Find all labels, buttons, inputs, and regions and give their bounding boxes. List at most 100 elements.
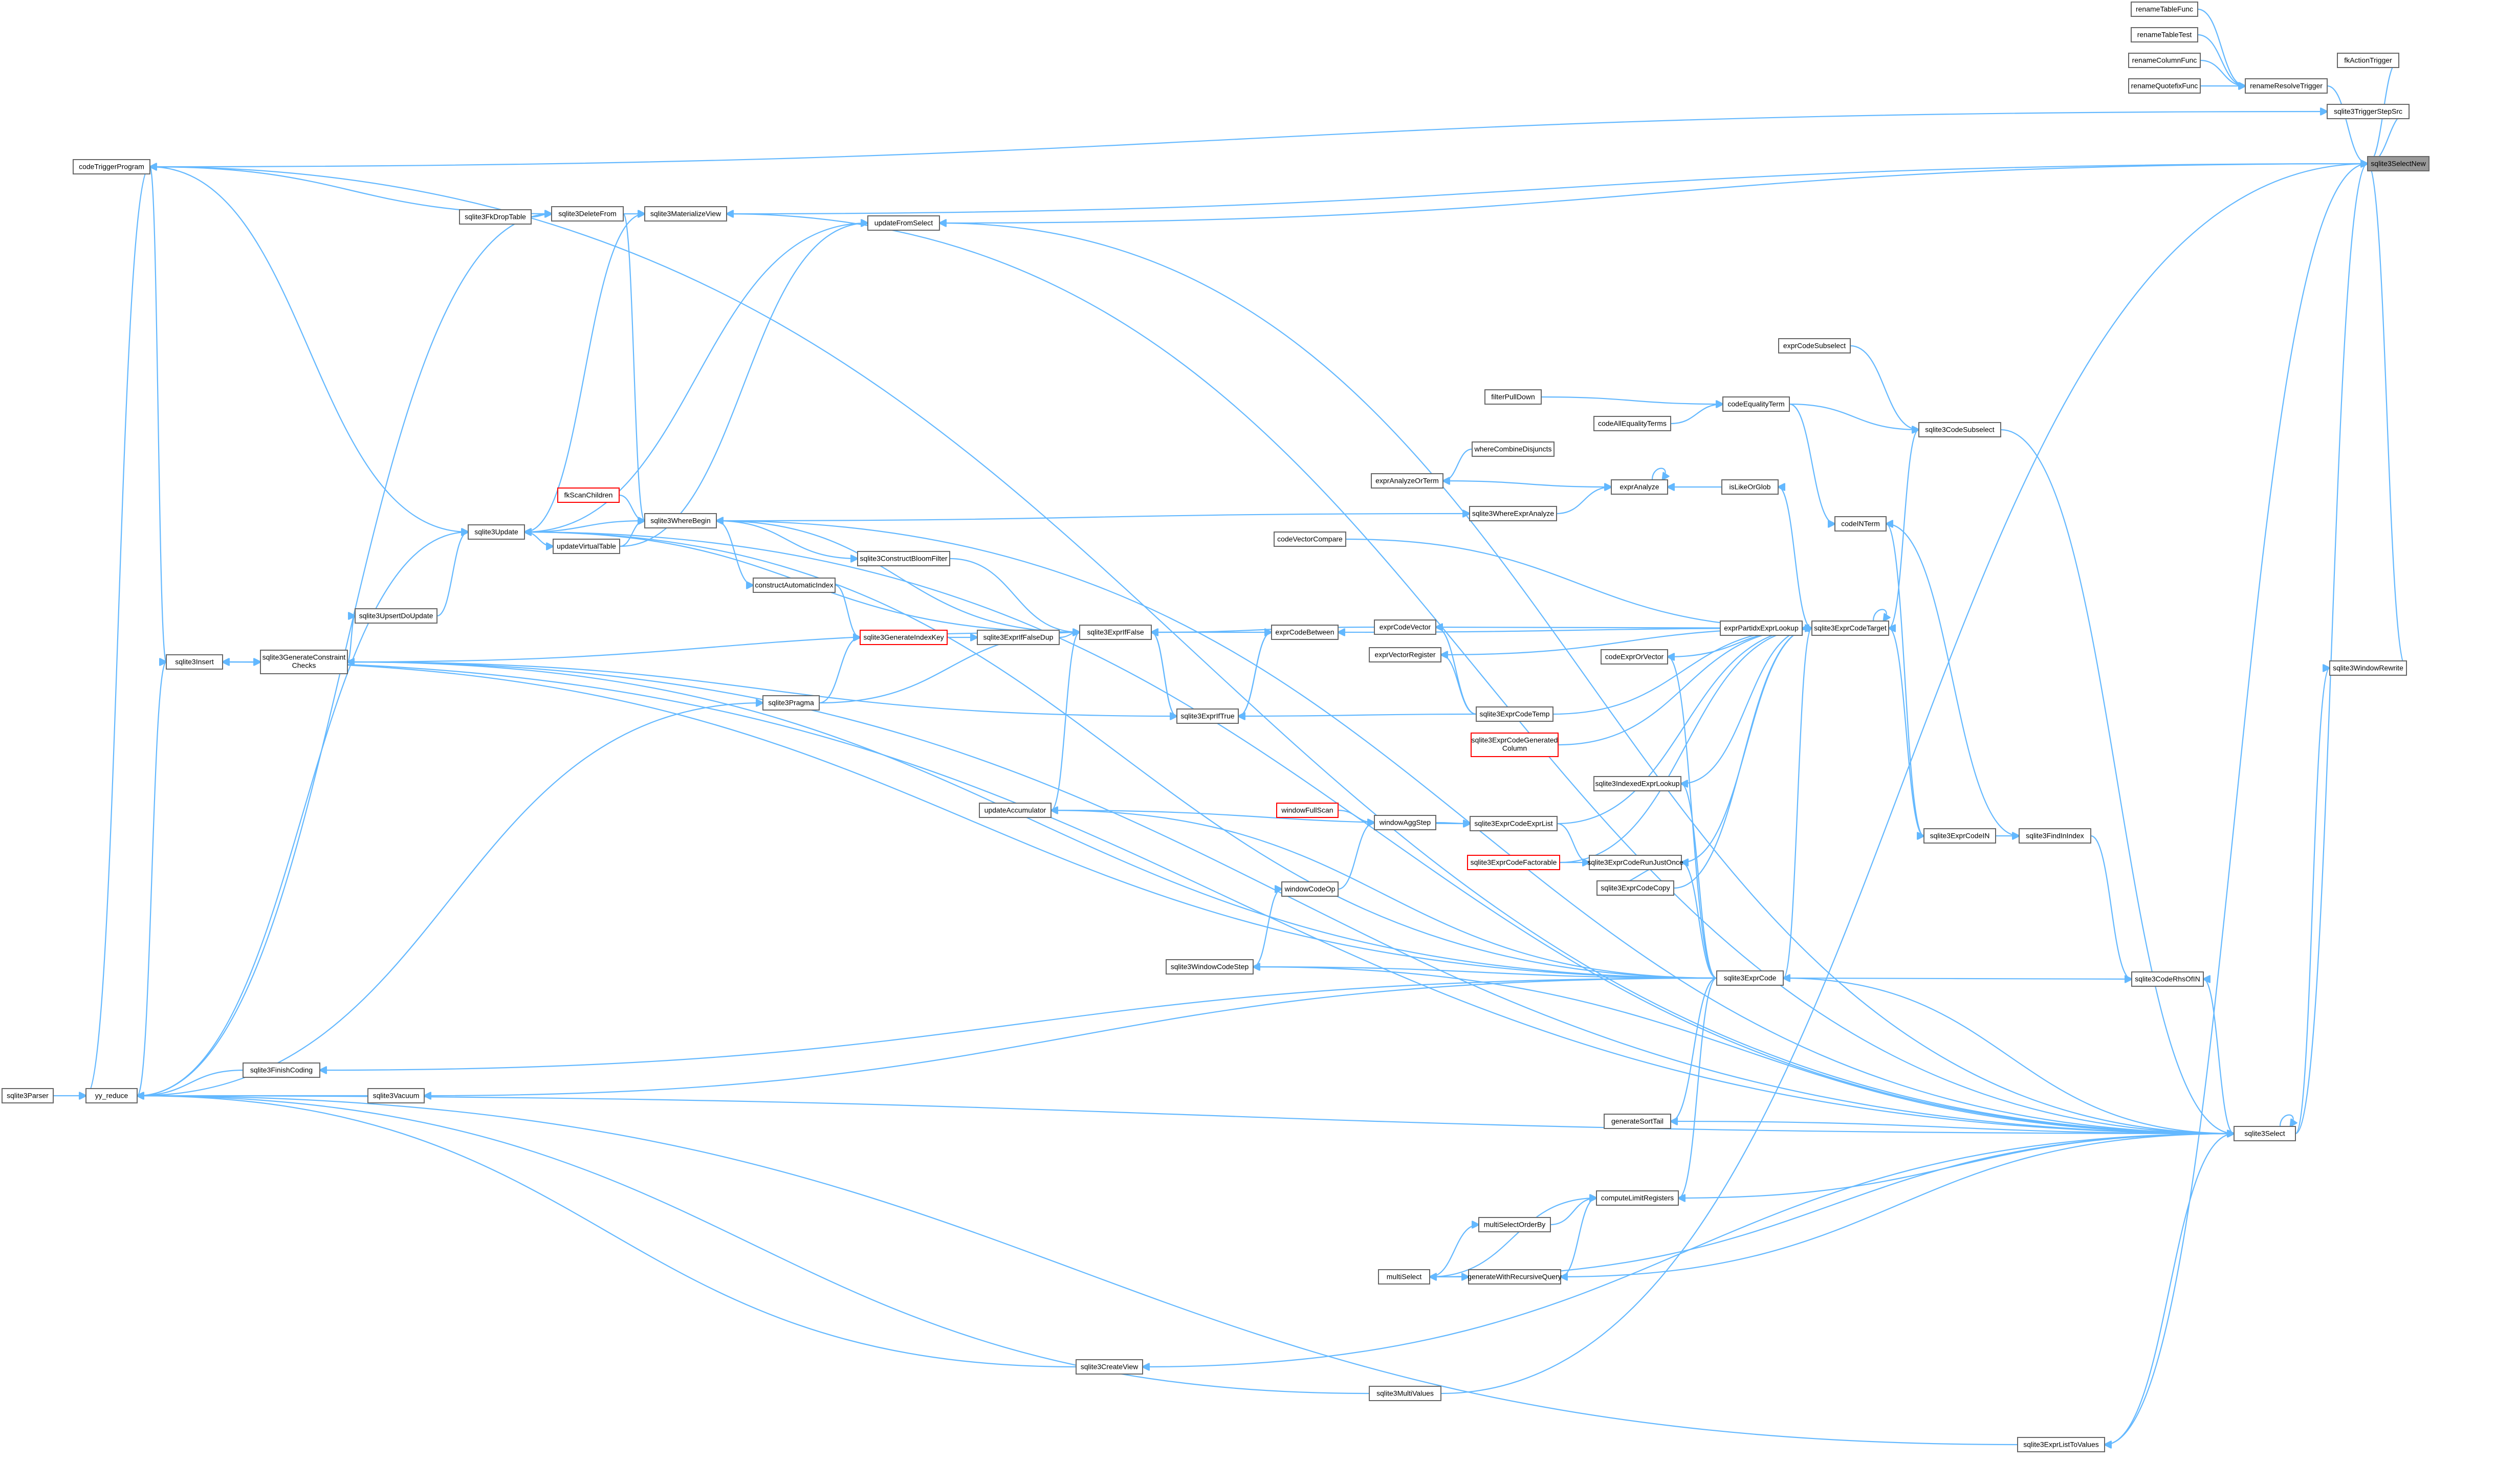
node-box[interactable] xyxy=(1478,1217,1551,1232)
node-box[interactable] xyxy=(1470,816,1558,831)
node-codeVectorCompare[interactable]: codeVectorCompare xyxy=(1274,531,1346,547)
node-box[interactable] xyxy=(1596,880,1674,896)
node-box[interactable] xyxy=(1593,776,1681,791)
node-box[interactable] xyxy=(1471,733,1559,757)
node-sqlite3ExprCode[interactable]: sqlite3ExprCode xyxy=(1716,970,1784,986)
node-box[interactable] xyxy=(557,488,620,503)
node-box[interactable] xyxy=(1923,828,1996,844)
node-multiSelect[interactable]: multiSelect xyxy=(1378,1269,1430,1284)
node-updateVirtualTable[interactable]: updateVirtualTable xyxy=(553,539,620,554)
node-codeTriggerProgram[interactable]: codeTriggerProgram xyxy=(73,159,150,174)
node-box[interactable] xyxy=(551,206,624,222)
node-box[interactable] xyxy=(979,803,1052,818)
node-box[interactable] xyxy=(753,578,836,593)
node-box[interactable] xyxy=(1484,389,1542,405)
node-renameTableFunc[interactable]: renameTableFunc xyxy=(2131,2,2198,17)
node-sqlite3ExprCodeRunJustOnce[interactable]: sqlite3ExprCodeRunJustOnce xyxy=(1587,855,1683,870)
node-box[interactable] xyxy=(977,630,1060,645)
node-box[interactable] xyxy=(85,1088,138,1103)
node-box[interactable] xyxy=(1811,621,1889,636)
node-codeExprOrVector[interactable]: codeExprOrVector xyxy=(1601,649,1668,665)
node-generateSortTail[interactable]: generateSortTail xyxy=(1604,1114,1671,1129)
node-box[interactable] xyxy=(1276,803,1339,818)
node-box[interactable] xyxy=(1721,479,1779,495)
node-renameColumnFunc[interactable]: renameColumnFunc xyxy=(2128,53,2201,68)
node-sqlite3ExprCodeExprList[interactable]: sqlite3ExprCodeExprList xyxy=(1470,816,1558,831)
node-renameResolveTrigger[interactable]: renameResolveTrigger xyxy=(2245,78,2328,94)
node-box[interactable] xyxy=(553,539,620,554)
node-box[interactable] xyxy=(2128,53,2201,68)
node-box[interactable] xyxy=(762,695,820,711)
node-sqlite3Insert[interactable]: sqlite3Insert xyxy=(166,654,223,670)
node-computeLimitRegisters[interactable]: computeLimitRegisters xyxy=(1596,1190,1679,1206)
node-box[interactable] xyxy=(1611,479,1668,495)
node-box[interactable] xyxy=(166,654,223,670)
node-windowAggStep[interactable]: windowAggStep xyxy=(1374,815,1436,830)
node-yy_reduce[interactable]: yy_reduce xyxy=(85,1088,138,1103)
node-box[interactable] xyxy=(1469,506,1557,521)
node-sqlite3ExprCodeIN[interactable]: sqlite3ExprCodeIN xyxy=(1923,828,1996,844)
node-sqlite3Parser[interactable]: sqlite3Parser xyxy=(2,1088,54,1103)
node-sqlite3ConstructBloomFilter[interactable]: sqlite3ConstructBloomFilter xyxy=(857,551,950,566)
node-exprPartidxExprLookup[interactable]: exprPartidxExprLookup xyxy=(1720,621,1803,636)
node-sqlite3GenerateIndexKey[interactable]: sqlite3GenerateIndexKey xyxy=(860,630,948,645)
node-codeEqualityTerm[interactable]: codeEqualityTerm xyxy=(1722,396,1790,412)
node-box[interactable] xyxy=(1778,338,1851,353)
node-box[interactable] xyxy=(1589,855,1682,870)
node-sqlite3ExprIfFalse[interactable]: sqlite3ExprIfFalse xyxy=(1079,625,1152,640)
node-windowFullScan[interactable]: windowFullScan xyxy=(1276,803,1339,818)
node-codeAllEqualityTerms[interactable]: codeAllEqualityTerms xyxy=(1593,416,1671,431)
node-box[interactable] xyxy=(857,551,950,566)
node-sqlite3UpsertDoUpdate[interactable]: sqlite3UpsertDoUpdate xyxy=(355,608,437,624)
node-box[interactable] xyxy=(1593,416,1671,431)
node-sqlite3ExprCodeTarget[interactable]: sqlite3ExprCodeTarget xyxy=(1811,621,1889,636)
node-box[interactable] xyxy=(644,206,727,222)
node-renameQuotefixFunc[interactable]: renameQuotefixFunc xyxy=(2128,78,2201,94)
node-sqlite3FinishCoding[interactable]: sqlite3FinishCoding xyxy=(243,1062,320,1078)
node-renameTableTest[interactable]: renameTableTest xyxy=(2131,27,2198,42)
node-sqlite3ExprListToValues[interactable]: sqlite3ExprListToValues xyxy=(2017,1437,2105,1452)
node-codeINTerm[interactable]: codeINTerm xyxy=(1834,516,1887,531)
node-sqlite3MultiValues[interactable]: sqlite3MultiValues xyxy=(1369,1386,1441,1401)
node-sqlite3CodeSubselect[interactable]: sqlite3CodeSubselect xyxy=(1918,422,2001,437)
node-sqlite3Update[interactable]: sqlite3Update xyxy=(468,524,525,540)
node-sqlite3TriggerStepSrc[interactable]: sqlite3TriggerStepSrc xyxy=(2327,104,2410,119)
node-sqlite3Vacuum[interactable]: sqlite3Vacuum xyxy=(367,1088,425,1103)
node-sqlite3ExprIfTrue[interactable]: sqlite3ExprIfTrue xyxy=(1176,708,1239,724)
node-windowCodeOp[interactable]: windowCodeOp xyxy=(1281,881,1339,897)
node-sqlite3DeleteFrom[interactable]: sqlite3DeleteFrom xyxy=(551,206,624,222)
node-box[interactable] xyxy=(1604,1114,1671,1129)
node-box[interactable] xyxy=(2131,27,2198,42)
node-box[interactable] xyxy=(867,215,940,231)
node-box[interactable] xyxy=(1076,1359,1143,1375)
node-whereCombineDisjuncts[interactable]: whereCombineDisjuncts xyxy=(1472,441,1555,457)
node-box[interactable] xyxy=(1467,855,1560,870)
node-box[interactable] xyxy=(1374,815,1436,830)
node-box[interactable] xyxy=(468,524,525,540)
node-box[interactable] xyxy=(1720,621,1803,636)
node-sqlite3WindowCodeStep[interactable]: sqlite3WindowCodeStep xyxy=(1166,959,1254,974)
node-box[interactable] xyxy=(1369,647,1441,662)
node-exprCodeVector[interactable]: exprCodeVector xyxy=(1374,619,1436,635)
node-sqlite3ExprCodeTemp[interactable]: sqlite3ExprCodeTemp xyxy=(1476,706,1553,722)
node-exprCodeBetween[interactable]: exprCodeBetween xyxy=(1271,625,1339,640)
node-box[interactable] xyxy=(2019,828,2091,844)
node-updateAccumulator[interactable]: updateAccumulator xyxy=(979,803,1052,818)
node-box[interactable] xyxy=(860,630,948,645)
node-box[interactable] xyxy=(1468,1269,1561,1284)
node-box[interactable] xyxy=(1374,619,1436,635)
node-box[interactable] xyxy=(2234,1126,2296,1141)
node-box[interactable] xyxy=(2245,78,2328,94)
node-sqlite3WhereExprAnalyze[interactable]: sqlite3WhereExprAnalyze xyxy=(1469,506,1557,521)
node-box[interactable] xyxy=(2327,104,2410,119)
node-box[interactable] xyxy=(2,1088,54,1103)
node-sqlite3WhereBegin[interactable]: sqlite3WhereBegin xyxy=(644,513,717,528)
node-constructAutomaticIndex[interactable]: constructAutomaticIndex xyxy=(753,578,836,593)
node-updateFromSelect[interactable]: updateFromSelect xyxy=(867,215,940,231)
node-box[interactable] xyxy=(2329,660,2407,676)
node-box[interactable] xyxy=(644,513,717,528)
node-box[interactable] xyxy=(1834,516,1887,531)
node-box[interactable] xyxy=(1369,1386,1441,1401)
